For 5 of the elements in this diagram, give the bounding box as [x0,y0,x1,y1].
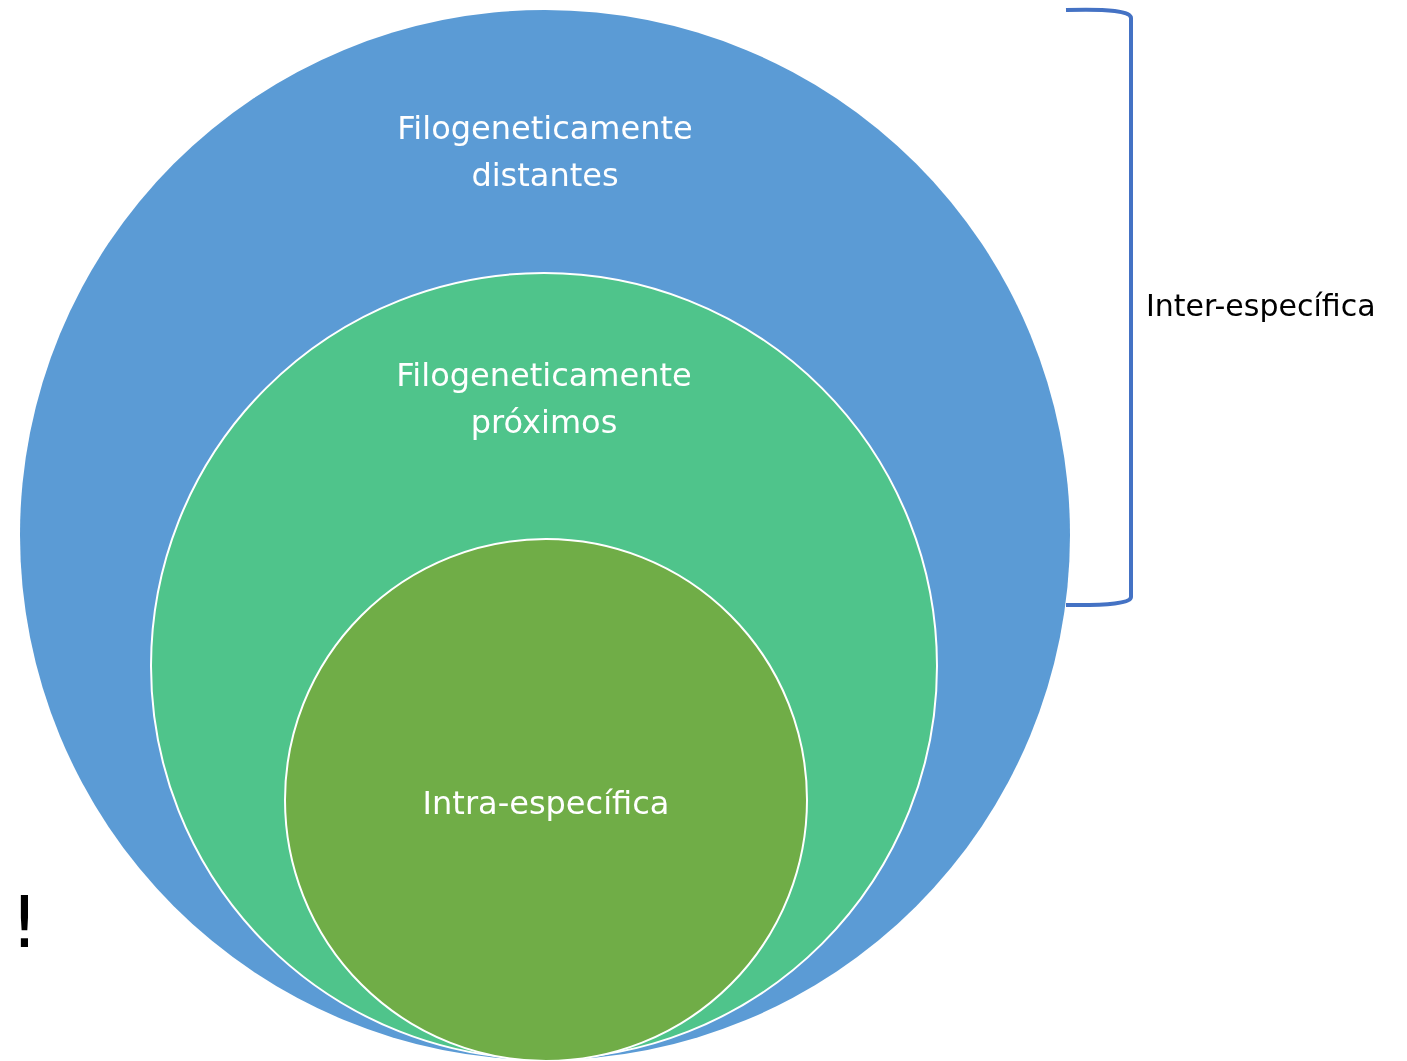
exclamation-mark: ! [10,880,39,964]
circle-label: Filogeneticamente próximos [395,355,693,443]
circle-label: Filogeneticamente distantes [396,108,694,196]
bracket-label: Inter-específica [1146,288,1376,323]
circle-label: Intra-específica [421,783,671,824]
